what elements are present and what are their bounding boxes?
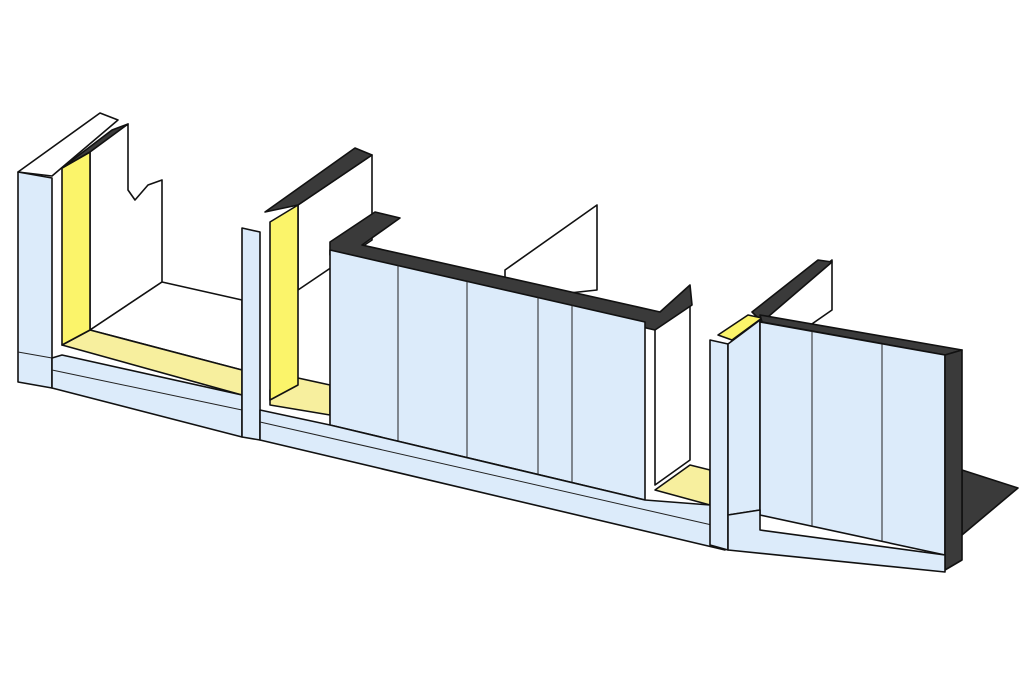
wall-section-right xyxy=(709,259,1019,573)
inner-wall-right xyxy=(727,319,761,516)
base-line xyxy=(51,369,243,411)
wall-cap-grid xyxy=(17,112,119,177)
insulation-wall-left xyxy=(61,151,91,346)
base-joint xyxy=(17,351,53,359)
base-front-right xyxy=(727,509,946,573)
back-wall-cap-dark xyxy=(264,147,373,213)
insulation-wall-middle xyxy=(269,204,299,401)
panel-front-right xyxy=(759,321,946,556)
wall-post-right xyxy=(709,339,729,551)
wall-section-left xyxy=(17,112,243,438)
platform-slab xyxy=(961,469,1019,536)
base-line xyxy=(259,421,726,529)
wall-post-middle xyxy=(241,227,261,441)
right-edge-dark xyxy=(944,349,963,571)
wall-post-left xyxy=(17,171,53,389)
wall-cap-dark xyxy=(61,123,129,169)
wall-section-middle xyxy=(241,147,726,551)
